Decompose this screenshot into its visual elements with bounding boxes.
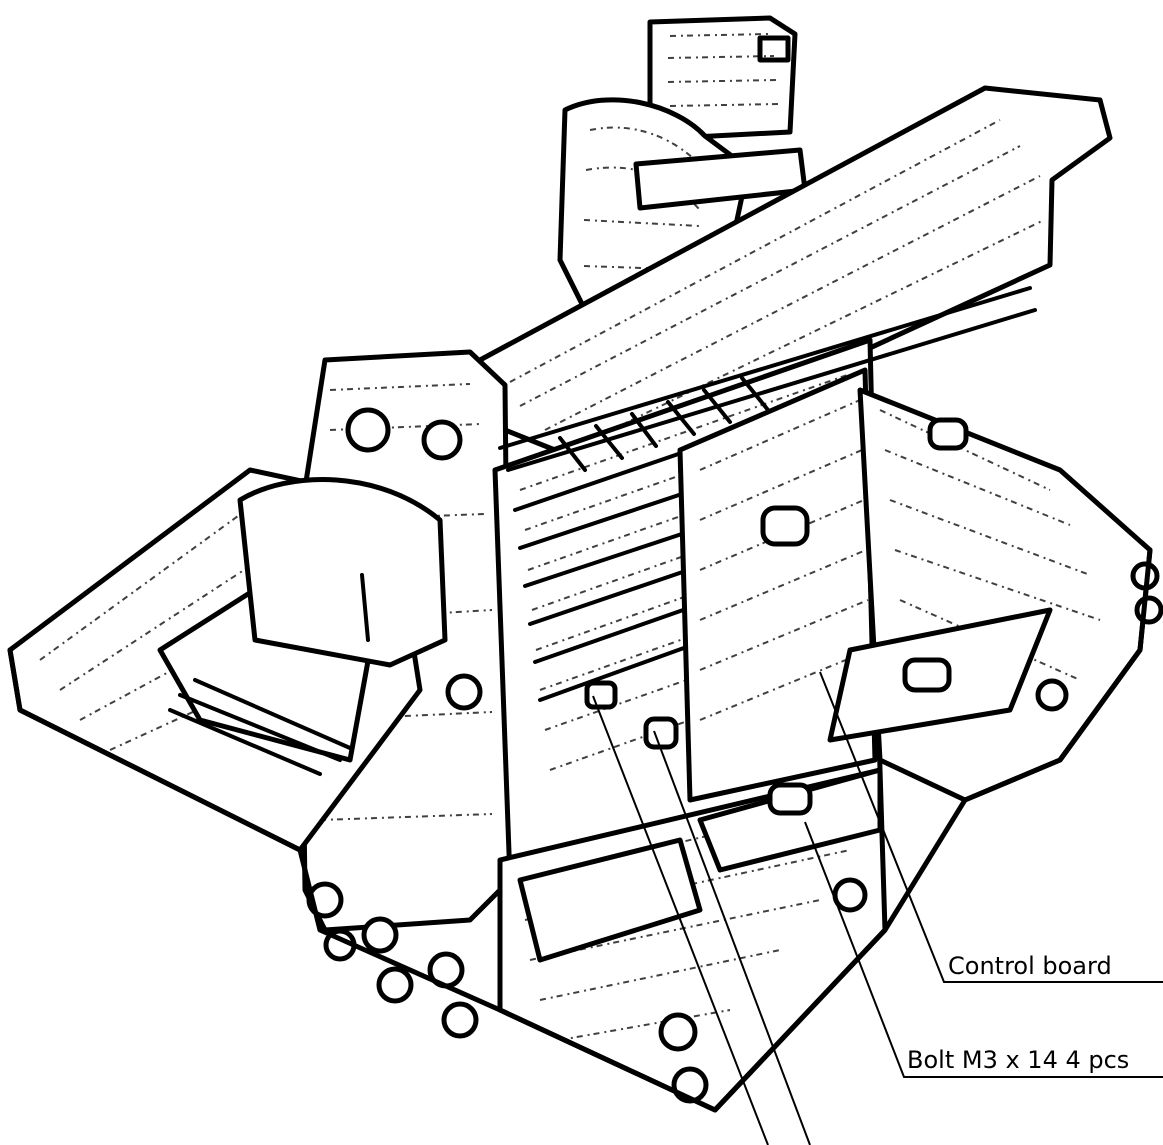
bolt-label: Bolt M3 x 14 4 pcs <box>907 1046 1129 1074</box>
bolt-leader-3 <box>653 730 811 1145</box>
control-board-label: Control board <box>948 952 1112 980</box>
bolt-leader-1 <box>804 821 1163 1078</box>
control-board-leader <box>819 671 1163 983</box>
bolt-leader-2 <box>592 695 769 1145</box>
machine-illustration <box>7 15 1163 1113</box>
